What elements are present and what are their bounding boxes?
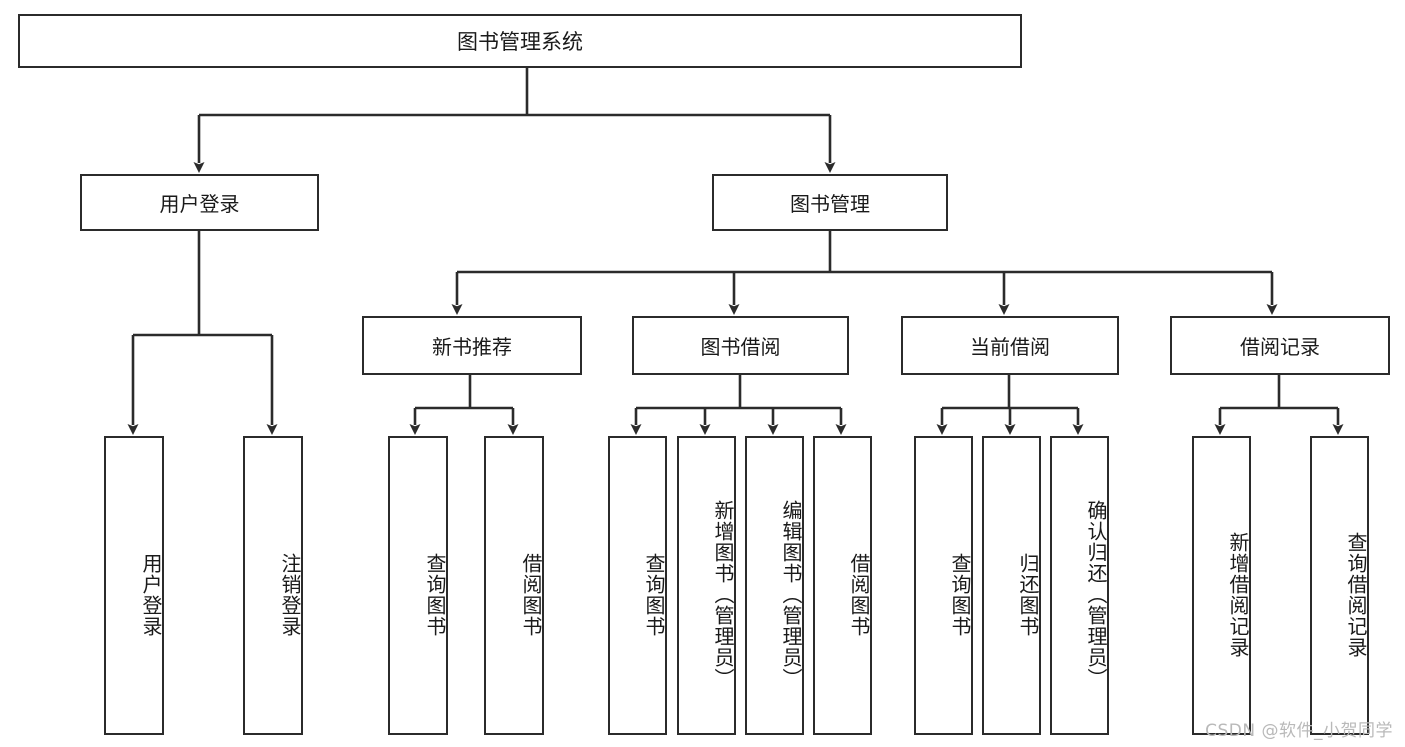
node-leaf-confirm-return[interactable]: 确认归还（管理员） (1050, 436, 1109, 735)
leaf-label: 归还图书 (1016, 552, 1040, 637)
leaf-label: 查询图书 (423, 552, 447, 637)
node-leaf-add-book[interactable]: 新增图书（管理员） (677, 436, 736, 735)
leaf-label: 查询借阅记录 (1344, 531, 1368, 658)
leaf-label: 注销登录 (278, 552, 302, 637)
node-borrow-record[interactable]: 借阅记录 (1170, 316, 1390, 375)
leaf-label: 新增图书（管理员） (711, 500, 735, 689)
leaf-label: 查询图书 (642, 552, 666, 637)
node-new-book-recommend[interactable]: 新书推荐 (362, 316, 582, 375)
leaf-label: 借阅图书 (519, 552, 543, 637)
node-leaf-add-record[interactable]: 新增借阅记录 (1192, 436, 1251, 735)
watermark-label: CSDN @软件_小贺同学 (1205, 721, 1393, 741)
node-leaf-query-book-2[interactable]: 查询图书 (608, 436, 667, 735)
node-root[interactable]: 图书管理系统 (18, 14, 1022, 68)
node-leaf-borrow-book-1[interactable]: 借阅图书 (484, 436, 544, 735)
node-leaf-return-book[interactable]: 归还图书 (982, 436, 1041, 735)
node-leaf-user-logout[interactable]: 注销登录 (243, 436, 303, 735)
leaf-label: 借阅图书 (847, 552, 871, 637)
node-leaf-borrow-book-2[interactable]: 借阅图书 (813, 436, 872, 735)
node-leaf-query-book-1[interactable]: 查询图书 (388, 436, 448, 735)
node-leaf-edit-book[interactable]: 编辑图书（管理员） (745, 436, 804, 735)
node-leaf-query-book-3[interactable]: 查询图书 (914, 436, 973, 735)
leaf-label: 新增借阅记录 (1226, 531, 1250, 658)
node-leaf-query-record[interactable]: 查询借阅记录 (1310, 436, 1369, 735)
leaf-label: 编辑图书（管理员） (779, 500, 803, 689)
node-book-borrow[interactable]: 图书借阅 (632, 316, 849, 375)
leaf-label: 用户登录 (139, 552, 163, 637)
leaf-label: 确认归还（管理员） (1084, 500, 1108, 689)
node-current-borrow[interactable]: 当前借阅 (901, 316, 1119, 375)
node-leaf-user-login[interactable]: 用户登录 (104, 436, 164, 735)
node-user-login[interactable]: 用户登录 (80, 174, 319, 231)
leaf-label: 查询图书 (948, 552, 972, 637)
node-book-management[interactable]: 图书管理 (712, 174, 948, 231)
